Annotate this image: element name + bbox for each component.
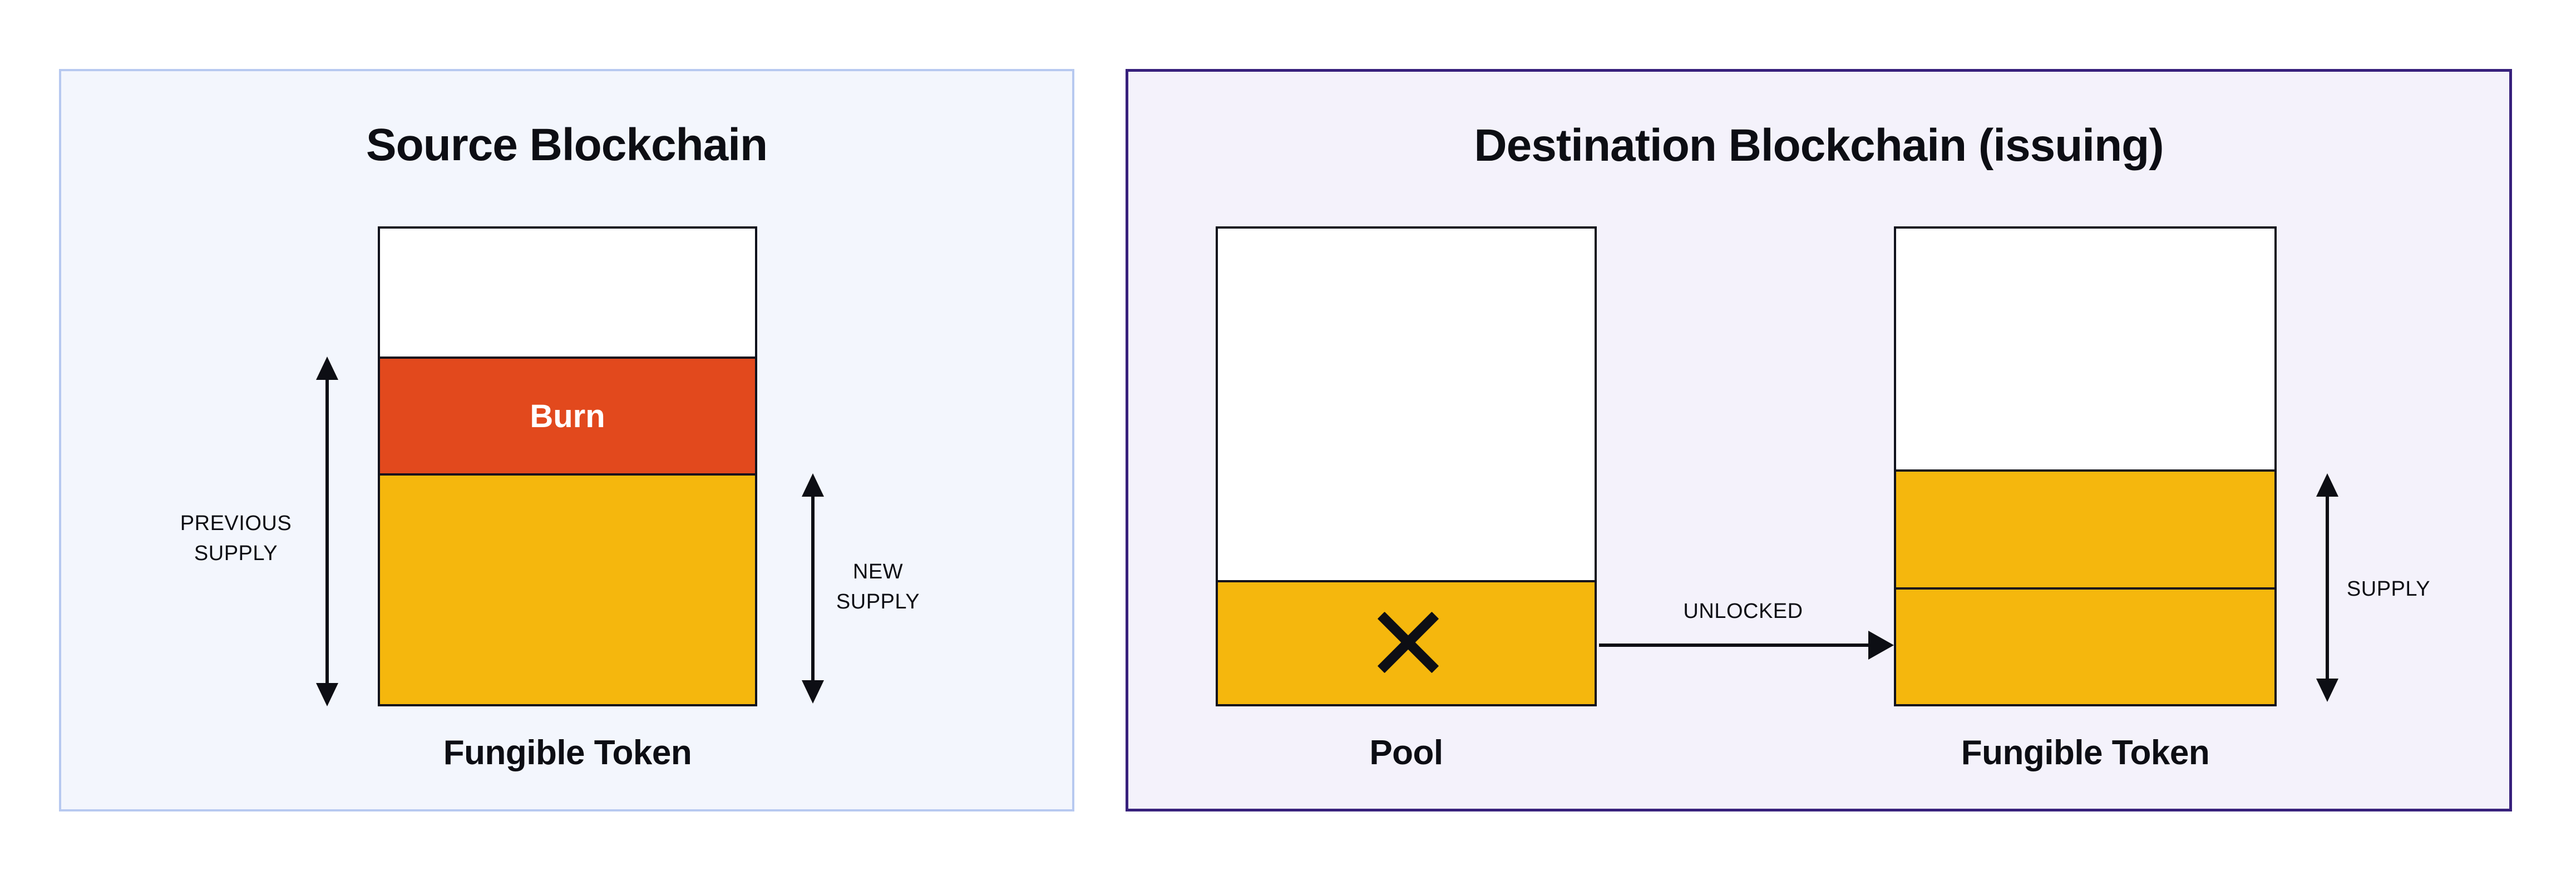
previous-supply-arrow	[316, 357, 338, 706]
pool-bar-locked-segment	[1218, 580, 1595, 704]
arrow-shaft	[325, 364, 329, 699]
arrowhead-down-icon	[802, 680, 824, 704]
arrowhead-down-icon	[316, 683, 338, 706]
new-supply-arrow	[802, 473, 824, 704]
pool-bar-empty-segment	[1218, 229, 1595, 580]
arrow-shaft	[2326, 481, 2329, 694]
unlocked-arrow	[1599, 628, 1894, 662]
burn-label: Burn	[530, 398, 605, 434]
destination-token-bar	[1894, 226, 2277, 706]
unlocked-label: UNLOCKED	[1683, 600, 1803, 623]
source-bar-new-supply-segment	[380, 473, 755, 704]
arrow-shaft	[1599, 644, 1871, 647]
arrowhead-right-icon	[1868, 631, 1894, 660]
source-token-caption: Fungible Token	[443, 734, 692, 772]
destination-panel-title: Destination Blockchain (issuing)	[1474, 120, 2164, 171]
supply-arrow	[2316, 473, 2338, 702]
previous-supply-label-line1: PREVIOUS	[180, 512, 292, 535]
source-panel-title: Source Blockchain	[366, 120, 768, 170]
arrow-shaft	[811, 481, 815, 696]
arrowhead-down-icon	[2316, 679, 2338, 702]
new-supply-label-line2: SUPPLY	[836, 590, 920, 613]
destination-token-caption: Fungible Token	[1961, 734, 2210, 772]
destination-bar-minted-segment	[1896, 469, 2274, 587]
pool-bar	[1216, 226, 1597, 706]
destination-bar-empty-segment	[1896, 229, 2274, 469]
previous-supply-label-line2: SUPPLY	[194, 542, 278, 565]
pool-caption: Pool	[1369, 734, 1443, 772]
new-supply-label: NEW SUPPLY	[800, 557, 956, 617]
supply-label: SUPPLY	[2346, 577, 2431, 601]
source-bar-empty-segment	[380, 229, 755, 357]
new-supply-label-line1: NEW	[852, 560, 904, 583]
source-token-bar: Burn	[378, 226, 757, 706]
x-mark-icon	[1377, 611, 1439, 674]
destination-bar-unlocked-segment	[1896, 587, 2274, 704]
previous-supply-label: PREVIOUS SUPPLY	[147, 508, 325, 568]
source-bar-burn-segment: Burn	[380, 357, 755, 473]
